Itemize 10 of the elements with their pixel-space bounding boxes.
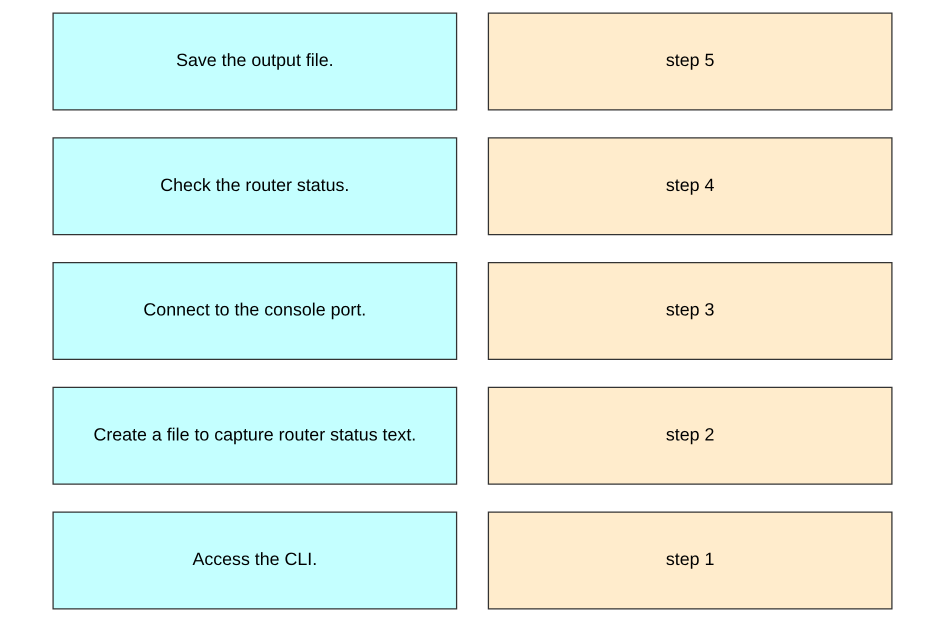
node-box: Check the router status. bbox=[52, 137, 457, 236]
node-box: step 5 bbox=[487, 12, 892, 111]
node-box: Create a file to capture router status text. bbox=[52, 386, 457, 485]
node-box: step 3 bbox=[487, 262, 892, 360]
node-box: Connect to the console port. bbox=[52, 262, 457, 360]
node-box: step 4 bbox=[487, 137, 892, 236]
node-box: Access the CLI. bbox=[52, 511, 457, 610]
node-box: Save the output file. bbox=[52, 12, 457, 111]
node-box: step 2 bbox=[487, 386, 892, 485]
node-box: step 1 bbox=[487, 511, 892, 610]
